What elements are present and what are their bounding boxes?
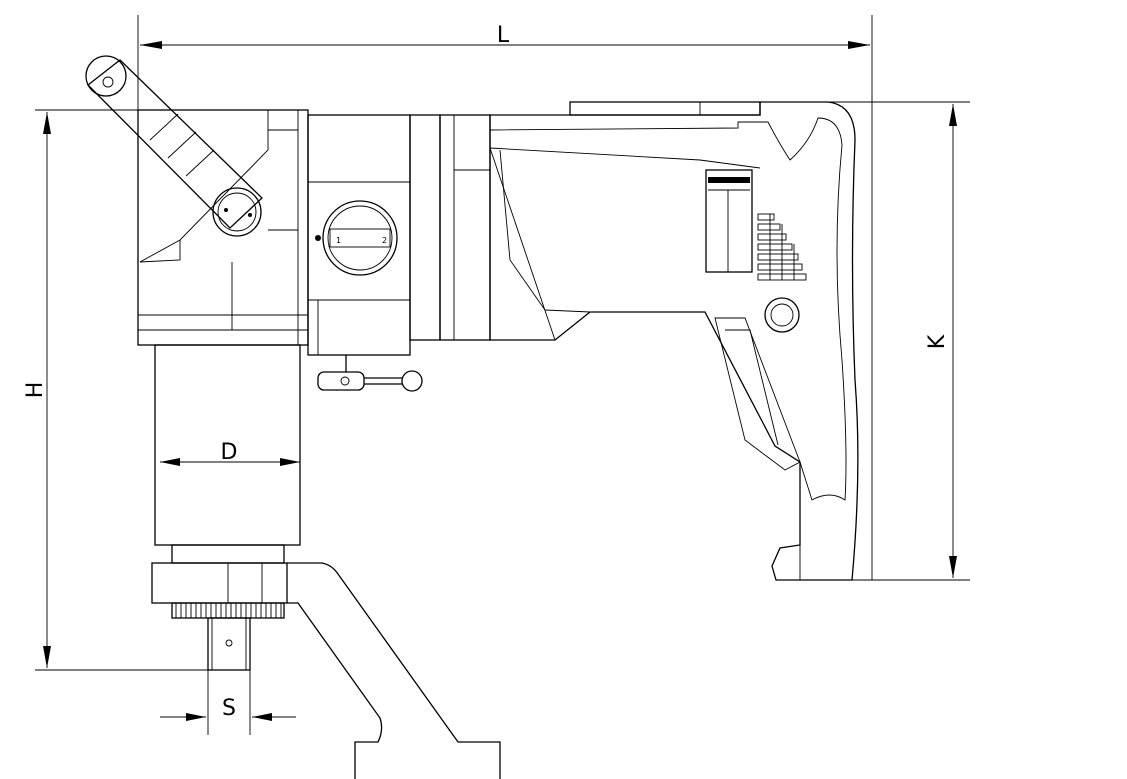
vent-slots [757, 213, 807, 281]
arrow-left-icon [252, 713, 272, 721]
arrow-right-icon [848, 41, 870, 49]
lock-button [764, 297, 800, 333]
arrow-down-icon [949, 556, 957, 578]
label-l: L [497, 23, 510, 48]
reaction-arm [151, 562, 501, 779]
label-s: S [222, 696, 236, 721]
motor-body [489, 101, 859, 581]
label-k: K [925, 334, 950, 349]
square-drive [207, 617, 251, 671]
dimension-l: L [137, 15, 873, 580]
trigger-switch [705, 169, 753, 273]
dial-setting-1: 1 [336, 236, 341, 245]
dimension-h: H [23, 109, 308, 671]
middle-housing [307, 114, 491, 356]
label-h: H [23, 382, 48, 399]
locking-pin [317, 355, 423, 392]
gearbox-head [137, 109, 309, 346]
knurled-ring [171, 602, 285, 619]
arrow-left-icon [140, 41, 162, 49]
arrow-right-icon [280, 458, 300, 466]
ratchet-lever [85, 55, 263, 237]
dial-setting-2: 2 [382, 236, 387, 245]
arrow-up-icon [43, 112, 51, 134]
dimension-d: D [160, 440, 300, 466]
arrow-up-icon [949, 104, 957, 126]
label-d: D [221, 440, 238, 465]
arrow-right-icon [186, 713, 206, 721]
arrow-down-icon [43, 646, 51, 668]
dimension-s: S [160, 640, 296, 735]
arrow-left-icon [160, 458, 180, 466]
speed-selector-dial: 1 2 [315, 200, 398, 276]
